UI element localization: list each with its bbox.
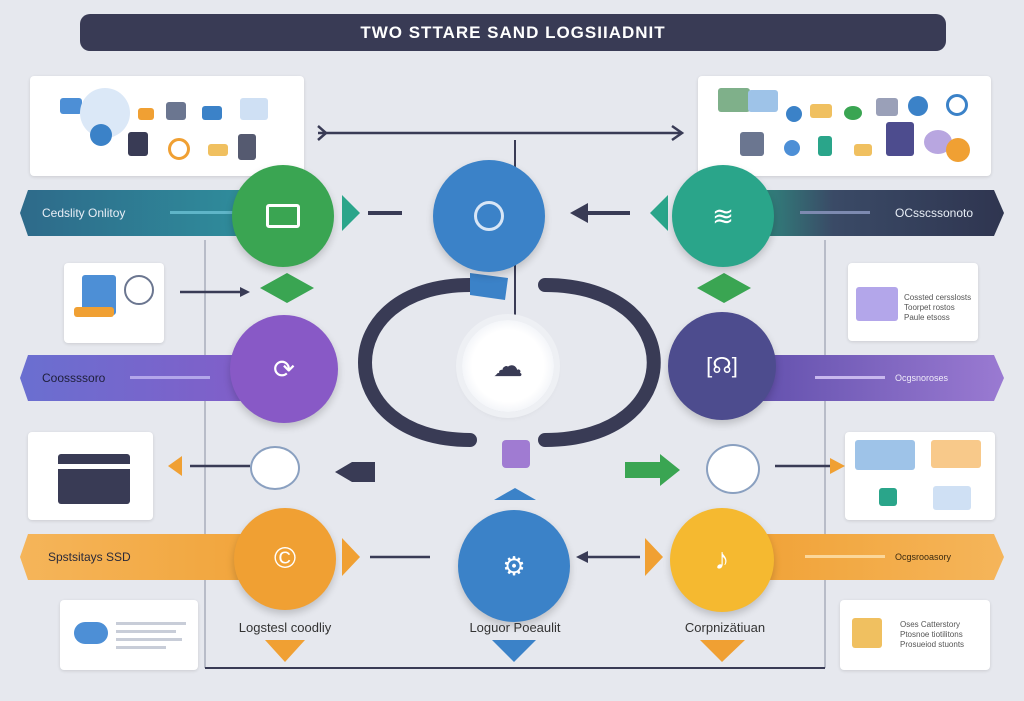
magnifier-icon bbox=[168, 138, 190, 160]
green-circle bbox=[232, 165, 334, 267]
arrow-line bbox=[170, 211, 240, 214]
top-right-icon-panel bbox=[698, 76, 991, 176]
list-icon bbox=[876, 98, 898, 116]
lock-icon bbox=[879, 488, 897, 506]
cloud-laptop-icon: ☁ bbox=[493, 349, 523, 383]
gear-icon: ⚙ bbox=[502, 550, 526, 581]
panel-text-line: Cossted cersslosts bbox=[904, 293, 972, 302]
blue-circle-top bbox=[433, 160, 545, 272]
right-upper-panel: Cossted cersslosts Toorpet rostos Paule … bbox=[848, 263, 978, 341]
text-line bbox=[116, 638, 182, 641]
copyright-icon: © bbox=[273, 542, 297, 575]
disc-icon bbox=[784, 140, 800, 156]
band-left-bottom-label: Spstsitays SSD bbox=[48, 550, 131, 564]
title-bar: TWO STTARE SAND LOGSIIADNIT bbox=[80, 14, 946, 51]
arrow-line bbox=[130, 376, 210, 379]
server-icon bbox=[740, 132, 764, 156]
right-bottom-panel: Oses Catterstory Ptosnoe tiotilitons Pro… bbox=[840, 600, 990, 670]
clock-icon bbox=[124, 275, 154, 305]
monitor-icon bbox=[718, 88, 750, 112]
caption-center: Loguor Poeaulit bbox=[469, 620, 561, 635]
teal-circle: ≋ bbox=[672, 165, 774, 267]
truck-icon bbox=[240, 98, 268, 120]
band-left-mid-label: Coossssoro bbox=[42, 371, 106, 385]
phone-icon bbox=[128, 132, 148, 156]
blue-circle-bottom: ⚙ bbox=[458, 510, 570, 622]
gauge-icon bbox=[786, 106, 802, 122]
band-right-top-label: OCsscssonoto bbox=[895, 206, 974, 220]
map-icon bbox=[748, 90, 778, 112]
tablet-icon bbox=[238, 134, 256, 160]
center-circle: ☁ bbox=[462, 320, 554, 412]
ship-icon bbox=[208, 144, 228, 156]
band-right-bottom-label: Ocgsrooasory bbox=[895, 552, 952, 562]
orange-circle-right: ♪ bbox=[670, 508, 774, 612]
mail-icon bbox=[933, 486, 971, 510]
arrow-line bbox=[800, 211, 870, 214]
text-line bbox=[116, 630, 176, 633]
hand-icon bbox=[706, 444, 760, 494]
top-left-icon-panel bbox=[30, 76, 304, 176]
panel-text-line: Prosueiod stuonts bbox=[900, 640, 965, 649]
folder-icon bbox=[60, 98, 82, 114]
diagram-title: TWO STTARE SAND LOGSIIADNIT bbox=[360, 23, 666, 42]
headset-icon: [☊] bbox=[706, 353, 738, 378]
document-icon bbox=[166, 102, 186, 120]
arrow-line bbox=[815, 376, 885, 379]
panel-text-line: Toorpet rostos bbox=[904, 303, 955, 312]
arrow-line bbox=[805, 555, 885, 558]
note-icon: ♪ bbox=[714, 543, 730, 576]
band-right-mid-label: Ocgsnoroses bbox=[895, 373, 949, 383]
settings-icon bbox=[946, 138, 970, 162]
bus-icon bbox=[854, 144, 872, 156]
screen-icon bbox=[266, 204, 300, 228]
cart-icon bbox=[202, 106, 222, 120]
box-3d-icon bbox=[886, 122, 914, 156]
right-lower-panel bbox=[845, 432, 995, 520]
umbrella-icon bbox=[931, 440, 981, 468]
dial-icon bbox=[474, 201, 504, 231]
left-lower-panel bbox=[28, 432, 153, 520]
robot-icon bbox=[818, 136, 832, 156]
right-bottom-text: Oses Catterstory Ptosnoe tiotilitons Pro… bbox=[900, 620, 988, 650]
map-icon bbox=[855, 440, 915, 470]
clock-icon bbox=[908, 96, 928, 116]
caption-right: Corpnizätiuan bbox=[684, 620, 766, 635]
hand-icon bbox=[74, 307, 114, 317]
panel-text-line: Ptosnoe tiotilitons bbox=[900, 630, 963, 639]
globe-icon bbox=[90, 124, 112, 146]
building-icon bbox=[58, 454, 130, 504]
left-upper-panel bbox=[64, 263, 164, 343]
hammer-icon bbox=[852, 618, 882, 648]
cloud-icon bbox=[74, 622, 108, 644]
car-icon bbox=[810, 104, 832, 118]
caption-left: Logstesl coodliy bbox=[238, 620, 332, 635]
purple-circle: ⟳ bbox=[230, 315, 338, 423]
orange-circle-left: © bbox=[234, 508, 336, 610]
wifi-icon: ≋ bbox=[712, 200, 734, 231]
text-line bbox=[116, 646, 166, 649]
headphones-icon bbox=[250, 446, 300, 490]
right-upper-text: Cossted cersslosts Toorpet rostos Paule … bbox=[904, 293, 976, 323]
panel-text-line: Oses Catterstory bbox=[900, 620, 961, 629]
refresh-icon: ⟳ bbox=[273, 353, 295, 384]
chat-icon bbox=[844, 106, 862, 120]
text-line bbox=[116, 622, 186, 625]
band-left-top-label: Cedslity Onlitoy bbox=[42, 206, 126, 220]
indigo-circle: [☊] bbox=[668, 312, 776, 420]
target-icon bbox=[946, 94, 968, 116]
box-icon bbox=[138, 108, 154, 120]
panel-text-line: Paule etsoss bbox=[904, 313, 950, 322]
cube-icon bbox=[856, 287, 898, 321]
left-bottom-panel bbox=[60, 600, 198, 670]
